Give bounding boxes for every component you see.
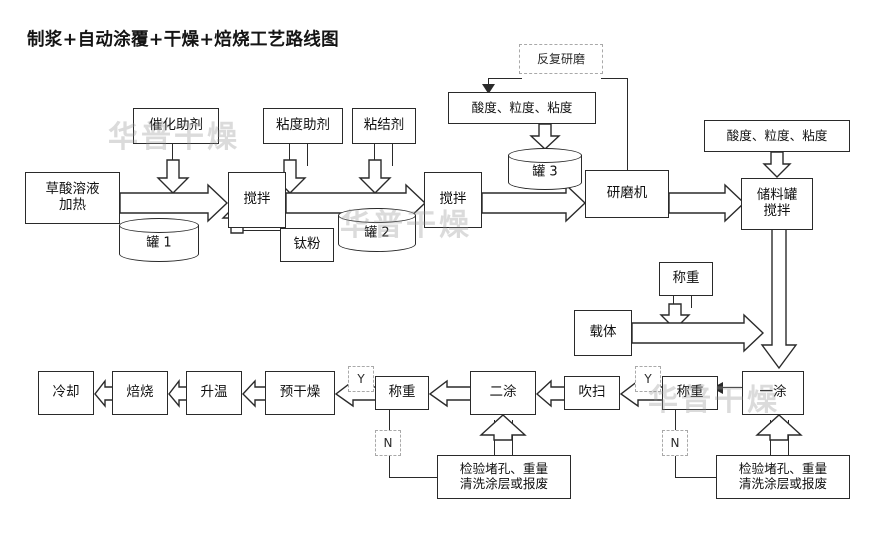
tank1-top — [119, 218, 199, 233]
tank3-label: 罐 3 — [532, 164, 558, 180]
stem-viscosity-b — [307, 144, 309, 166]
node-ti-powder: 钛粉 — [280, 228, 334, 262]
stem-weigh-carrier-b — [691, 296, 693, 308]
line-regrind-top-r — [601, 78, 628, 80]
node-inspect-right: 检验堵孔、重量 清洗涂层或报废 — [716, 455, 850, 499]
node-weigh-carrier: 称重 — [659, 262, 713, 296]
node-tank1: 罐 1 — [119, 218, 199, 262]
node-yes-left: Y — [348, 366, 374, 392]
arrowhead-into-quality-mid — [482, 84, 495, 94]
node-predry: 预干燥 — [265, 371, 335, 415]
stem-weigh-carrier-a — [673, 296, 675, 308]
node-coat2: 二涂 — [470, 371, 536, 415]
node-grinder: 研磨机 — [585, 170, 669, 218]
inspect-right-line-2: 清洗涂层或报废 — [738, 476, 828, 491]
storage-line-2: 搅拌 — [763, 203, 791, 219]
arrow-carrier-right — [631, 313, 765, 353]
tank1-label: 罐 1 — [146, 235, 172, 251]
node-heatup: 升温 — [186, 371, 242, 415]
node-no-right: N — [662, 430, 688, 456]
node-tank3: 罐 3 — [508, 148, 582, 190]
node-carrier: 载体 — [574, 310, 632, 356]
oxalic-line-2: 加热 — [59, 197, 86, 213]
arrow-binder-down — [358, 159, 392, 194]
inspect-left-line-1: 检验堵孔、重量 — [459, 461, 549, 477]
arrow-inspect-right-up — [755, 414, 803, 441]
node-regrind: 反复研磨 — [519, 44, 603, 74]
node-tank2: 罐 2 — [338, 208, 416, 252]
inspect-left-line-2: 清洗涂层或报废 — [459, 476, 549, 491]
arrow-stir2-to-grinder — [481, 183, 587, 223]
node-yes-right: Y — [635, 366, 661, 392]
stem-binder-b — [392, 144, 394, 166]
node-additive-top: 催化助剂 — [133, 108, 219, 144]
line-regrind-down — [488, 78, 490, 87]
node-cooling: 冷却 — [38, 371, 94, 415]
arrow-weigh-carrier-down — [659, 303, 691, 330]
page-title: 制浆+自动涂覆+干燥+焙烧工艺路线图 — [27, 30, 339, 50]
line-n-to-inspect-left — [389, 477, 438, 479]
node-binder: 粘结剂 — [352, 108, 416, 144]
line-n-to-inspect-right — [675, 477, 717, 479]
arrow-grinder-to-storage — [668, 183, 746, 223]
arrow-purge-to-coat2 — [535, 379, 567, 408]
node-calcine: 焙烧 — [112, 371, 168, 415]
storage-line-1: 储料罐 — [756, 187, 798, 204]
node-viscosity-aid: 粘度助剂 — [263, 108, 343, 144]
line-grinder-top-stem — [627, 166, 629, 172]
node-stir1: 搅拌 — [228, 172, 286, 228]
line-ti-to-stir1 — [236, 230, 282, 232]
oxalic-line-1: 草酸溶液 — [45, 181, 100, 198]
arrow-quality-to-tank3 — [529, 123, 561, 150]
inspect-right-line-1: 检验堵孔、重量 — [738, 461, 828, 477]
arrow-oxalic-to-stir1 — [119, 183, 229, 223]
tank3-top — [508, 148, 582, 163]
stem-viscosity-a — [289, 144, 291, 166]
arrow-inspect-left-up — [479, 414, 527, 441]
node-stir2: 搅拌 — [424, 172, 482, 228]
stem-binder-a — [374, 144, 376, 166]
node-purge: 吹扫 — [564, 376, 620, 410]
node-storage-tank: 储料罐 搅拌 — [741, 178, 813, 230]
node-coat1: 一涂 — [742, 371, 804, 415]
node-inspect-left: 检验堵孔、重量 清洗涂层或报废 — [437, 455, 571, 499]
node-quality-right: 酸度、粒度、粘度 — [704, 120, 850, 152]
node-oxalic-heat: 草酸溶液 加热 — [25, 172, 120, 224]
tank2-top — [338, 208, 416, 223]
arrow-additive-down — [156, 159, 190, 194]
line-regrind-right-v — [627, 78, 629, 166]
node-weigh-coat1: 称重 — [662, 376, 718, 410]
line-regrind-top-l — [488, 78, 522, 80]
node-quality-mid: 酸度、粒度、粘度 — [448, 92, 596, 124]
node-weigh-coat2: 称重 — [375, 376, 429, 410]
line-coat1-to-weigh1 — [718, 387, 743, 389]
arrow-coat2-to-weigh2 — [428, 379, 474, 408]
node-no-left: N — [375, 430, 401, 456]
arrow-storage-to-coat1 — [760, 228, 798, 370]
stem-additive — [172, 144, 174, 166]
tank2-label: 罐 2 — [364, 225, 390, 241]
arrow-quality-right-down — [762, 151, 792, 178]
